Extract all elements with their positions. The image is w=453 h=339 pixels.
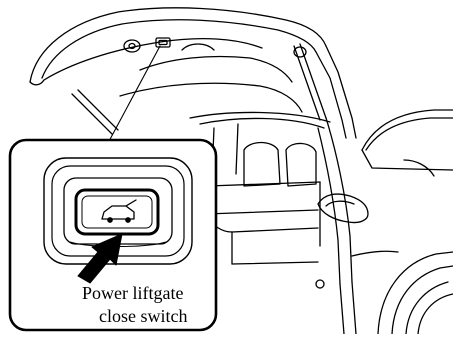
- power-liftgate-close-switch: [76, 190, 158, 234]
- callout-label-line1: Power liftgate: [82, 283, 183, 304]
- vehicle-body-side: [316, 110, 453, 334]
- liftgate-panel: [30, 8, 356, 138]
- callout-label-line2: close switch: [99, 306, 187, 327]
